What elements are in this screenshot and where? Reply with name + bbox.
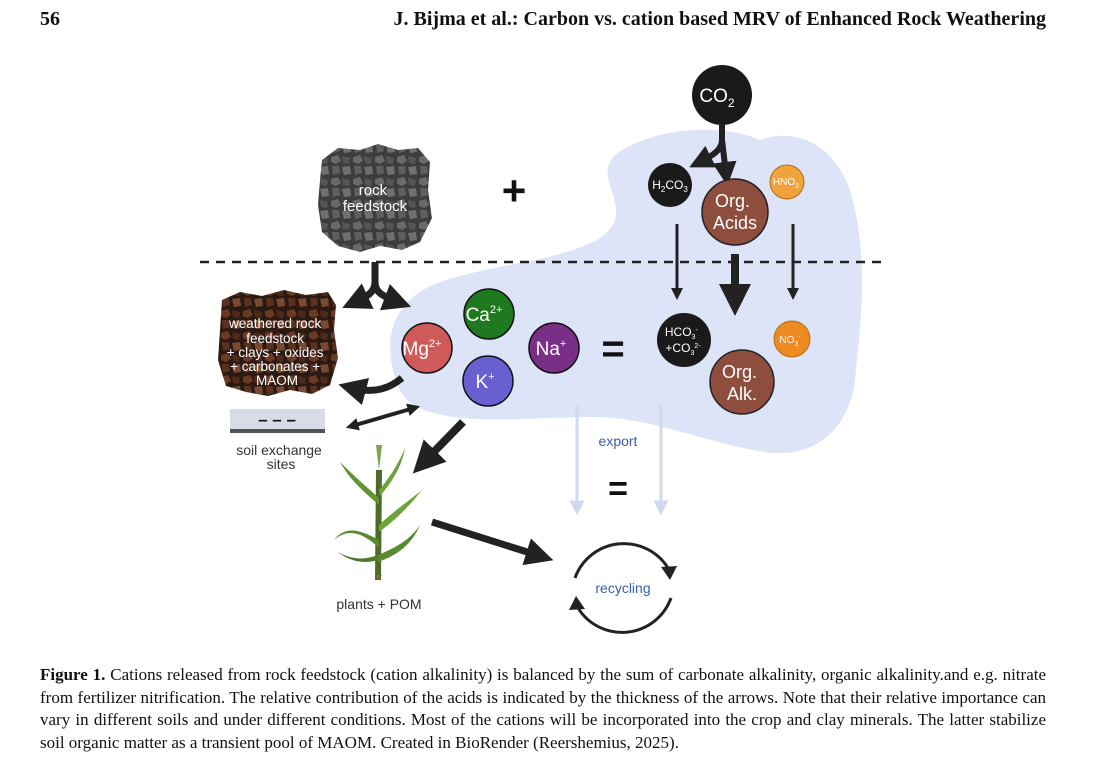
svg-text:H2CO3: H2CO3 — [652, 178, 688, 194]
h2co3-node: H2CO3 — [648, 163, 692, 207]
corn-plant-icon — [334, 445, 422, 581]
no3-node: NO3- — [773, 320, 811, 358]
equals-lower: = — [608, 470, 628, 508]
recycling-label: recycling — [595, 580, 650, 596]
svg-text:Mg2+: Mg2+ — [403, 338, 442, 360]
k-node: K+ — [462, 355, 514, 407]
plus-sign: + — [502, 167, 527, 214]
org-acids-node: Org. Acids — [701, 178, 769, 246]
svg-text:Na+: Na+ — [536, 338, 567, 360]
weathered-rock-block: weathered rock feedstock + clays + oxide… — [218, 290, 338, 396]
equals-main: = — [601, 327, 624, 371]
running-title: J. Bijma et al.: Carbon vs. cation based… — [393, 8, 1046, 30]
rock-feedstock-block: rock feedstock — [318, 144, 432, 252]
soil-exchange-sites: – – – soil exchange sites — [230, 409, 326, 472]
caption-text: Cations released from rock feedstock (ca… — [40, 665, 1047, 752]
svg-text:HCO3- +CO32-: HCO3- +CO32- — [665, 321, 701, 357]
figure-diagram: rock feedstock + weathered rock feedstoc… — [200, 65, 885, 634]
page-number: 56 — [40, 8, 60, 30]
cation-to-clay-arrow — [338, 375, 405, 406]
svg-text:Org. Alk.: Org. Alk. — [722, 362, 762, 404]
na-node: Na+ — [528, 322, 580, 374]
svg-text:– – –: – – – — [258, 410, 296, 429]
svg-text:Org. Acids: Org. Acids — [713, 191, 757, 233]
mg-node: Mg2+ — [401, 322, 453, 374]
hno3-node: HNO3 — [769, 164, 805, 200]
caption-label: Figure 1. — [40, 665, 106, 684]
co2-node: CO2 — [692, 65, 752, 125]
svg-text:K+: K+ — [475, 371, 494, 393]
recycling-cycle-icon — [569, 542, 677, 634]
cation-to-plant-arrow — [412, 419, 466, 474]
rock-to-soil-fork-arrow — [342, 262, 412, 311]
svg-text:NO3-: NO3- — [779, 334, 801, 348]
ca-node: Ca2+ — [463, 288, 515, 340]
co2-to-org-arrow — [712, 139, 737, 186]
exchange-arrow — [345, 403, 421, 431]
weathered-rock-label: weathered rock feedstock + clays + oxide… — [227, 316, 328, 388]
export-label: export — [599, 433, 638, 449]
svg-text:CO2: CO2 — [699, 86, 735, 110]
svg-text:HNO3: HNO3 — [773, 177, 799, 190]
plants-pom-label: plants + POM — [336, 596, 421, 612]
figure-caption: Figure 1. Cations released from rock fee… — [40, 664, 1046, 754]
carbonate-alkalinity-node: HCO3- +CO32- — [657, 313, 711, 367]
rock-feedstock-label: rock feedstock — [343, 182, 408, 215]
svg-text:Ca2+: Ca2+ — [466, 304, 503, 326]
plant-to-recycling-arrow — [430, 518, 554, 566]
org-alk-node: Org. Alk. — [709, 349, 775, 415]
soil-exchange-label: soil exchange sites — [236, 442, 326, 472]
